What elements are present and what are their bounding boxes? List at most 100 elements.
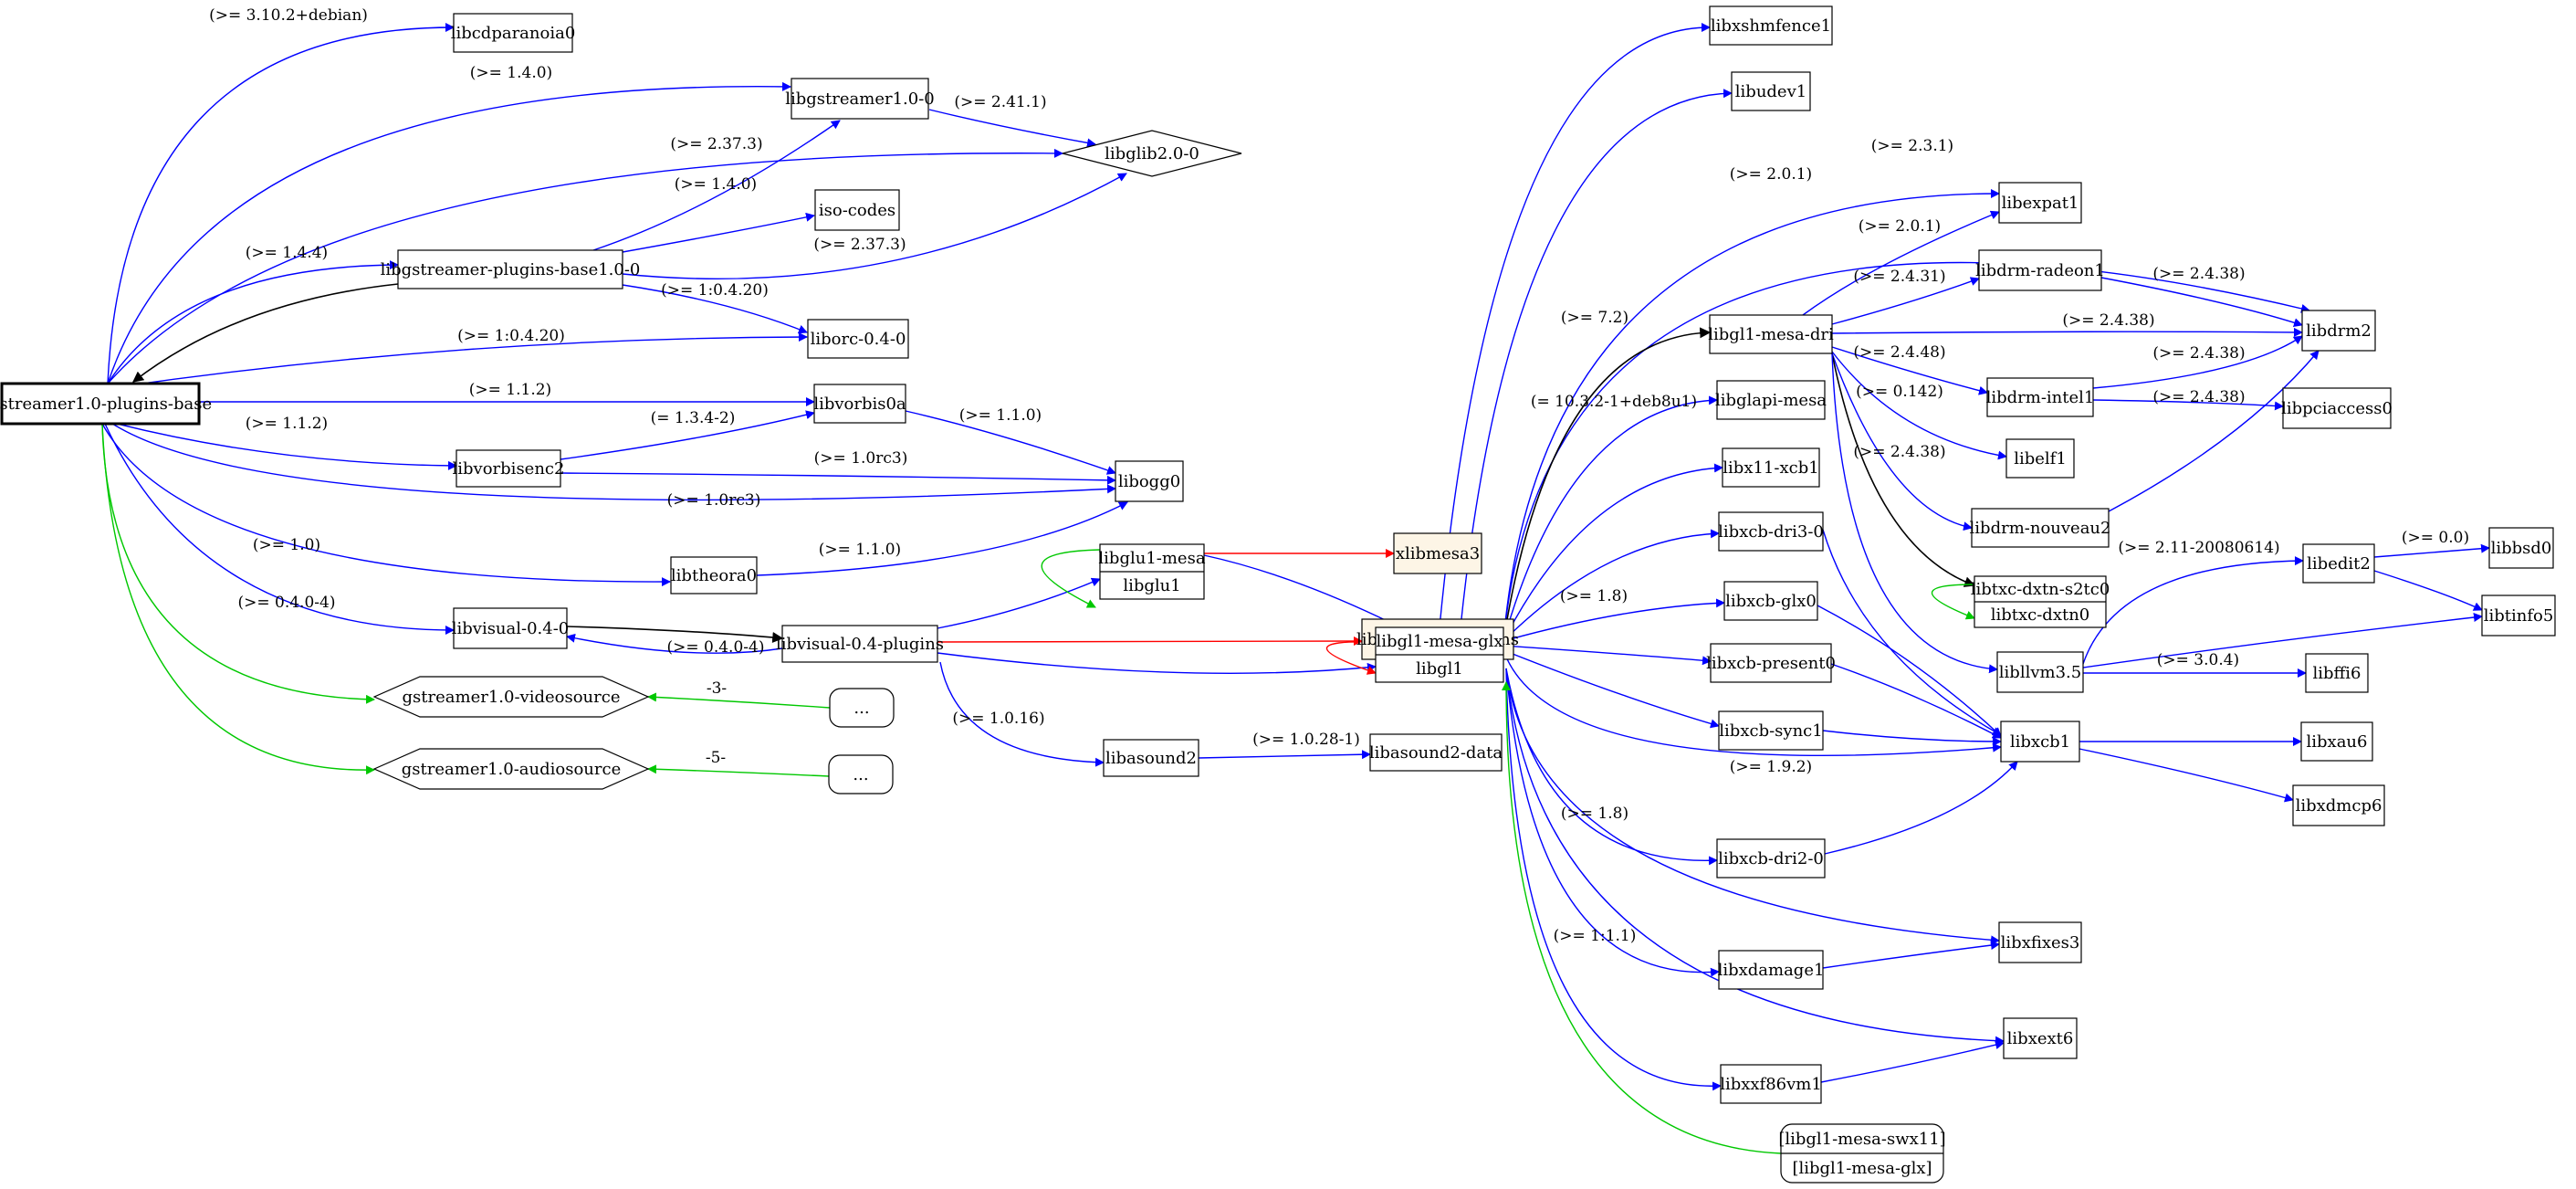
- node-vorbisenc: libvorbisenc2: [453, 449, 565, 488]
- edge-label: (>= 2.4.38): [1853, 443, 1945, 461]
- edge-label: (>= 1:0.4.20): [457, 327, 565, 345]
- node-label-secondary: libglu1: [1123, 576, 1180, 595]
- node-xlibmesa3: xlibmesa3: [1393, 532, 1482, 574]
- node-label: libdrm-radeon1: [1975, 261, 2105, 280]
- node-visual: libvisual-0.4-0: [452, 607, 569, 649]
- node-shape: [1986, 377, 2094, 417]
- edge-label: (>= 2.4.48): [1853, 343, 1945, 362]
- edge-visual-to-visualp: [566, 626, 784, 643]
- edge-label: -3-: [707, 679, 727, 698]
- edge-label: (>= 2.4.31): [1853, 268, 1945, 286]
- node-shape: [0, 382, 201, 426]
- node-label: libedit2: [2307, 554, 2371, 573]
- edge-dri-to-elf: [1831, 351, 2007, 460]
- node-tinfo: libtinfo5: [2481, 594, 2556, 637]
- node-label: libxcb1: [2010, 732, 2070, 752]
- edge-glu-to-glu: [1041, 549, 1101, 608]
- edge-label: (>= 2.0.1): [1730, 165, 1812, 184]
- edge-gpb-to-vsrc: [101, 423, 375, 704]
- node-shape: [791, 78, 929, 120]
- edge-visualp-to-glu: [937, 577, 1101, 629]
- node-label: libvorbis0a: [813, 395, 906, 414]
- node-llvm: libllvm3.5: [1996, 651, 2084, 693]
- edge-label: (>= 2.4.38): [2062, 311, 2154, 330]
- edge-glx-to-x11xcb: [1503, 463, 1723, 642]
- node-shape: [397, 249, 623, 289]
- edge-dri-to-intel: [1831, 346, 1988, 395]
- node-xext: libxext6: [2003, 1017, 2078, 1059]
- node-glapi: libglapi-mesa: [1715, 380, 1827, 420]
- node-shape: [1716, 380, 1826, 420]
- node-shape: [781, 625, 938, 663]
- node-label: libtxc-dxtn-s2tc0: [1971, 580, 2110, 599]
- edge-label: (>= 0.4.0-4): [238, 594, 336, 612]
- edge-gpb-to-gpbase: [107, 260, 399, 384]
- edge-vorbisenc-to-ogg: [560, 472, 1116, 485]
- node-elf: libelf1: [2005, 438, 2075, 479]
- edge-label: (>= 1.0.28-1): [1252, 731, 1360, 749]
- node-iso: iso-codes: [814, 189, 900, 231]
- edge-label: (>= 1.1.0): [819, 541, 901, 559]
- node-shape: [1710, 643, 1832, 683]
- node-label: libxcb-dri2-0: [1718, 849, 1824, 868]
- node-label: libgstreamer-plugins-base1.0-0: [381, 260, 641, 279]
- node-label: libpciaccess0: [2281, 399, 2393, 418]
- node-label: libexpat1: [2002, 194, 2079, 213]
- edge-glx-to-damage: [1505, 668, 1720, 977]
- node-label: libxxf86vm1: [1720, 1075, 1822, 1094]
- node-shape: [1722, 447, 1820, 488]
- node-label: libxfixes3: [2001, 933, 2080, 952]
- node-label: gstreamer1.0-audiosource: [402, 760, 621, 779]
- edge-dri2-to-xcb1: [1824, 761, 2018, 855]
- node-label: iso-codes: [819, 201, 895, 220]
- node-label: liborc-0.4-0: [811, 330, 906, 349]
- edge-label: (>= 1.0rc3): [814, 449, 908, 468]
- node-label-secondary: libgl1: [1416, 659, 1463, 679]
- edge-label: (>= 1.4.0): [470, 64, 552, 82]
- node-label: libxdmcp6: [2296, 796, 2382, 815]
- edge-gst-to-glib: [928, 109, 1096, 148]
- node-label: libgstreamer1.0-0: [785, 89, 935, 109]
- node-fixes: libxfixes3: [1998, 921, 2082, 963]
- edge-asound-to-asounddata: [1198, 750, 1371, 760]
- node-shape: [2488, 527, 2554, 569]
- node-asrc: gstreamer1.0-audiosource: [372, 748, 650, 790]
- edge-vm-to-xext: [1820, 1040, 2005, 1083]
- node-asounddata: libasound2-data: [1369, 733, 1503, 772]
- node-label: libx11-xcb1: [1723, 458, 1818, 478]
- edge-glx-to-dri: [1503, 327, 1712, 642]
- node-theora: libtheora0: [670, 556, 758, 594]
- node-shape: [1998, 182, 2082, 224]
- node-edit: libedit2: [2302, 543, 2375, 584]
- node-label: libdrm-nouveau2: [1970, 519, 2111, 538]
- node-swx: [libgl1-mesa-swx11][libgl1-mesa-glx]: [1778, 1123, 1946, 1184]
- edge-label: (>= 2.3.1): [1871, 137, 1953, 155]
- edge-glx-to-xext: [1505, 668, 2005, 1046]
- edge-label: (>= 1.1.2): [246, 415, 328, 433]
- node-shape: [829, 688, 895, 728]
- edge-label: (>= 1.4.0): [675, 175, 757, 194]
- edge-present-to-xcb1: [1830, 663, 2002, 739]
- edge-glx-to-udev: [1460, 89, 1733, 628]
- node-shape: [1115, 460, 1184, 502]
- edge-dri-to-llvm: [1831, 352, 1998, 674]
- node-label: libelf1: [2014, 449, 2067, 468]
- node-shape: [828, 754, 894, 794]
- node-shape: [1996, 651, 2084, 693]
- node-xau: libxau6: [2300, 721, 2373, 762]
- node-shape: [456, 449, 561, 488]
- node-label: libvorbisenc2: [453, 459, 565, 479]
- node-vm: libxxf86vm1: [1720, 1064, 1822, 1104]
- edge-xcb1-to-xdmcp: [2079, 748, 2294, 803]
- edge-label: (>= 2.4.38): [2152, 344, 2245, 363]
- node-label: libllvm3.5: [1999, 663, 2081, 682]
- node-shape: [1978, 249, 2102, 291]
- edge-label: (= 10.3.2-1+deb8u1): [1531, 393, 1697, 411]
- node-expat: libexpat1: [1998, 182, 2082, 224]
- node-pciaccess: libpciaccess0: [2281, 387, 2393, 429]
- edge-llvm-to-edit: [2082, 556, 2304, 665]
- edge-radeon-to-drm2: [2100, 277, 2303, 328]
- edge-swx-to-glx: [1502, 681, 1782, 1154]
